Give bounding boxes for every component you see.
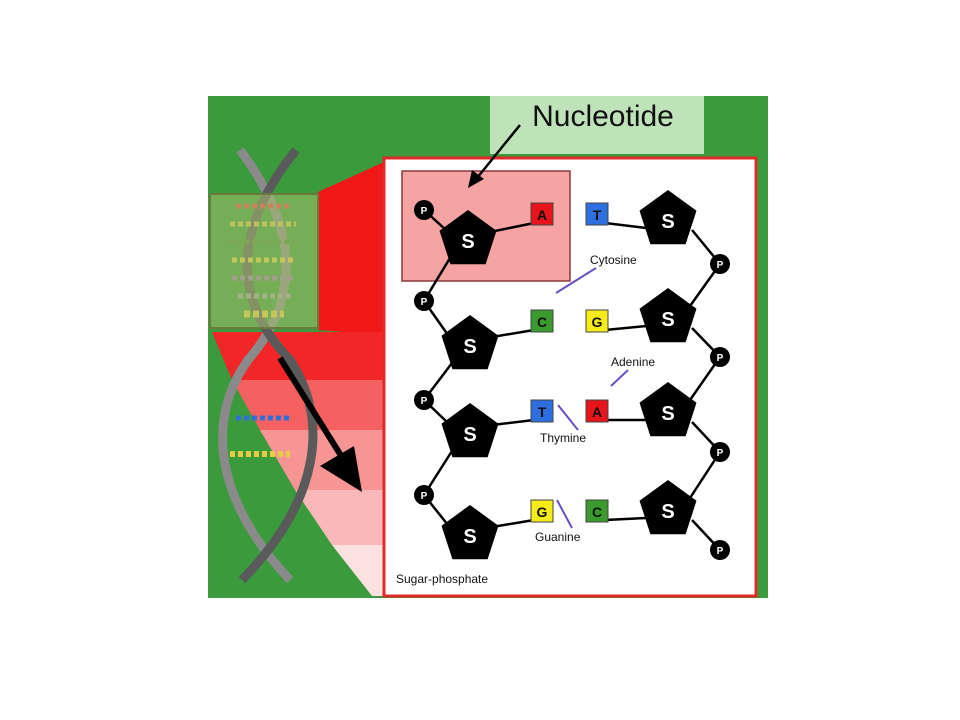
left-phosphate-label: P	[421, 396, 428, 407]
right-base-letter: A	[592, 404, 602, 420]
right-base-letter: G	[592, 314, 603, 330]
left-base-letter: C	[537, 314, 547, 330]
left-sugar-label: S	[461, 231, 474, 253]
left-sugar-label: S	[463, 526, 476, 548]
zoom-funnel-top	[318, 162, 384, 335]
right-sugar-label: S	[661, 211, 674, 233]
right-phosphate-label: P	[717, 546, 724, 557]
left-base-letter: A	[537, 207, 547, 223]
label-adenine: Adenine	[611, 355, 655, 369]
right-sugar-label: S	[661, 501, 674, 523]
label-sugar-phosphate: Sugar-phosphate	[396, 572, 488, 586]
right-sugar-label: S	[661, 309, 674, 331]
left-sugar-label: S	[463, 336, 476, 358]
label-cytosine: Cytosine	[590, 253, 637, 267]
left-base-letter: G	[537, 504, 548, 520]
right-phosphate-label: P	[717, 353, 724, 364]
label-thymine: Thymine	[540, 431, 586, 445]
right-base-letter: C	[592, 504, 602, 520]
left-phosphate-label: P	[421, 297, 428, 308]
right-sugar-label: S	[661, 403, 674, 425]
right-phosphate-label: P	[717, 260, 724, 271]
left-phosphate-label: P	[421, 206, 428, 217]
right-base-letter: T	[593, 207, 602, 223]
title-text: Nucleotide	[532, 100, 674, 133]
right-phosphate-label: P	[717, 448, 724, 459]
left-base-letter: T	[538, 404, 547, 420]
label-guanine: Guanine	[535, 530, 581, 544]
left-sugar-label: S	[463, 424, 476, 446]
left-phosphate-label: P	[421, 491, 428, 502]
helix-selection-box	[210, 194, 318, 328]
